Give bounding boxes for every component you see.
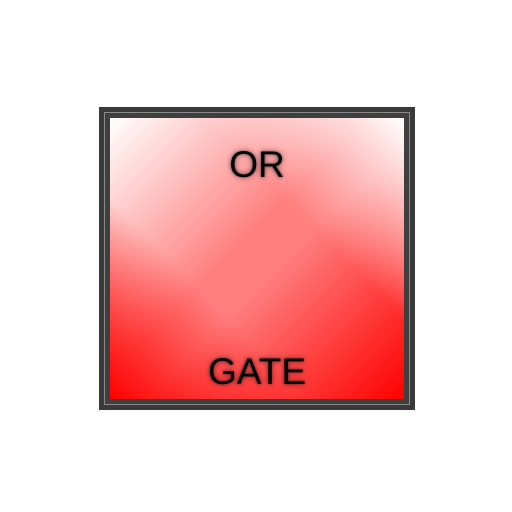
- or-gate-block[interactable]: OR GATE: [99, 107, 415, 410]
- gate-type-label: OR: [229, 144, 285, 185]
- gate-caption-label: GATE: [208, 351, 306, 392]
- gate-frame-bevel: OR GATE: [104, 112, 410, 405]
- gate-body: OR GATE: [110, 118, 404, 399]
